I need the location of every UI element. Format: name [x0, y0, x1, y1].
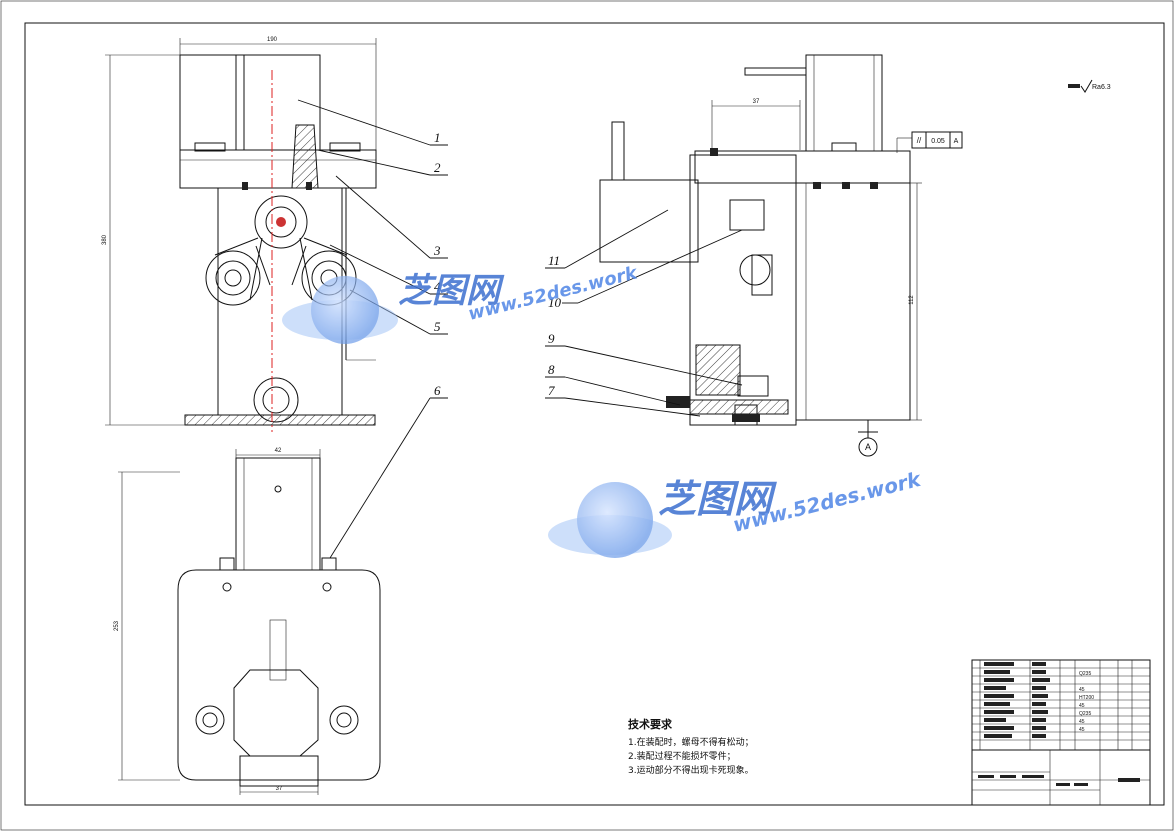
balloon-2: 2 — [434, 160, 441, 175]
surface-finish: Ra6.3 — [1068, 79, 1111, 93]
material-code-6: 45 — [1079, 719, 1085, 725]
technical-requirements: 技术要求 1.在装配时，螺母不得有松动； 2.装配过程不能损坏零件； 3.运动部… — [628, 717, 754, 776]
balloon-numbers: 1 2 3 4 5 6 7 8 9 10 11 — [433, 130, 562, 398]
balloon-10: 10 — [548, 295, 562, 310]
balloon-7: 7 — [548, 383, 555, 398]
datum-label: A — [865, 442, 871, 452]
title-block: Q235 45 HT200 45 Q235 45 45 — [971, 659, 1151, 806]
tech-item-2: 2.装配过程不能损坏零件； — [628, 750, 736, 762]
balloon-6: 6 — [434, 383, 441, 398]
material-code-1: Q235 — [1079, 671, 1091, 677]
side-view: 37 112 A // 0.05 A — [599, 54, 963, 457]
dim-side-height: 112 — [909, 295, 915, 305]
tolerance-symbol: // — [917, 136, 922, 145]
watermark-2: 芝图网 www.52des.work — [548, 467, 924, 558]
material-code-7: 45 — [1079, 727, 1085, 733]
material-code-4: 45 — [1079, 703, 1085, 709]
balloon-8: 8 — [548, 362, 555, 377]
balloon-9: 9 — [548, 331, 555, 346]
watermark-brand-1: 芝图网 — [398, 271, 505, 311]
balloon-11: 11 — [548, 253, 560, 268]
tech-item-3: 3.运动部分不得出现卡死现象。 — [628, 764, 754, 776]
inner-frame — [24, 22, 1165, 806]
surface-finish-label: Ra6.3 — [1092, 84, 1111, 91]
tech-item-1: 1.在装配时，螺母不得有松动； — [628, 736, 754, 748]
balloon-3: 3 — [433, 243, 441, 258]
dim-front-width: 190 — [267, 37, 278, 43]
front-view: 190 380 — [102, 37, 377, 432]
tech-title: 技术要求 — [628, 717, 673, 731]
dim-bottom-height: 253 — [114, 620, 120, 631]
material-code-3: HT200 — [1079, 695, 1094, 701]
tolerance-datum: A — [954, 138, 959, 145]
dim-bottom-width: 42 — [275, 448, 282, 454]
dim-bottom-slot: 37 — [276, 786, 283, 792]
watermark-brand-2: 芝图网 — [658, 477, 777, 521]
balloon-5: 5 — [434, 319, 441, 334]
material-code-2: 45 — [1079, 687, 1085, 693]
balloon-1: 1 — [434, 130, 441, 145]
balloon-4: 4 — [434, 279, 441, 294]
dim-front-height: 380 — [102, 234, 108, 245]
tolerance-value: 0.05 — [931, 138, 945, 145]
dim-side-offset: 37 — [753, 99, 760, 105]
bottom-view: 42 253 37 — [114, 448, 381, 795]
material-code-5: Q235 — [1079, 711, 1091, 717]
